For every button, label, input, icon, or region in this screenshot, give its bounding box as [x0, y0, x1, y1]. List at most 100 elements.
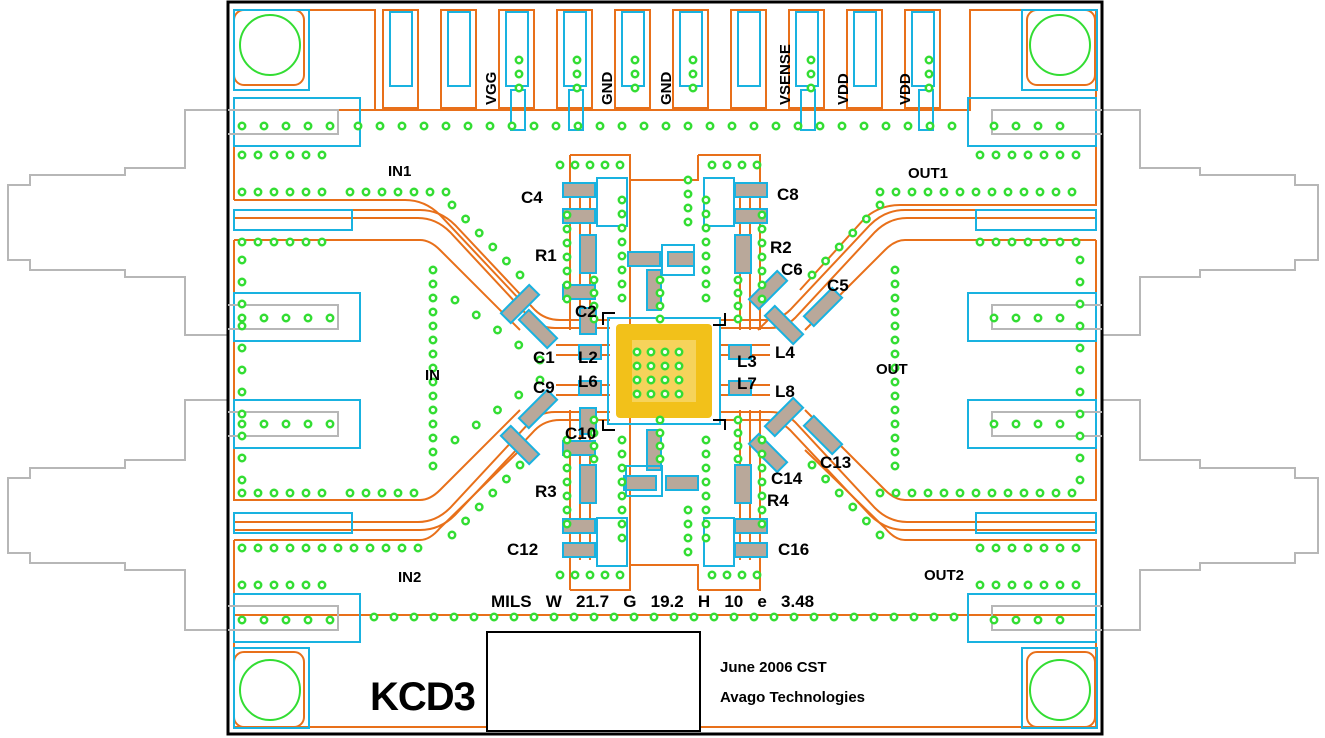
via [1011, 313, 1021, 323]
via [237, 488, 247, 498]
via [661, 121, 671, 131]
via [377, 187, 387, 197]
via [1055, 150, 1065, 160]
via [947, 121, 957, 131]
via [589, 314, 599, 324]
via [325, 419, 335, 429]
via [303, 121, 313, 131]
via [733, 454, 743, 464]
via [1007, 543, 1017, 553]
via [683, 533, 693, 543]
via [397, 543, 407, 553]
via [393, 488, 403, 498]
via [655, 454, 665, 464]
via [600, 570, 610, 580]
via [1055, 615, 1065, 625]
via [660, 389, 670, 399]
via [259, 615, 269, 625]
via [589, 454, 599, 464]
via [615, 570, 625, 580]
via [488, 242, 498, 252]
via [701, 265, 711, 275]
via [617, 237, 627, 247]
via [909, 612, 919, 622]
via [1035, 488, 1045, 498]
via [701, 505, 711, 515]
via [701, 279, 711, 289]
via [617, 209, 627, 219]
via [617, 435, 627, 445]
via [890, 461, 900, 471]
via [890, 433, 900, 443]
via [688, 55, 698, 65]
via [253, 187, 263, 197]
via [907, 488, 917, 498]
via [585, 160, 595, 170]
via [237, 615, 247, 625]
via [377, 488, 387, 498]
via [1011, 615, 1021, 625]
via [890, 335, 900, 345]
via [683, 519, 693, 529]
via [259, 313, 269, 323]
via [551, 121, 561, 131]
vias [237, 55, 1085, 625]
via [646, 389, 656, 399]
via [413, 543, 423, 553]
via [975, 237, 985, 247]
via [450, 435, 460, 445]
via [701, 491, 711, 501]
via [269, 580, 279, 590]
via [617, 293, 627, 303]
via [891, 488, 901, 498]
via [281, 121, 291, 131]
via [752, 160, 762, 170]
via [325, 313, 335, 323]
via [269, 488, 279, 498]
via [683, 505, 693, 515]
via [1075, 387, 1085, 397]
via [428, 293, 438, 303]
via [562, 266, 572, 276]
via [683, 217, 693, 227]
via [683, 189, 693, 199]
via [722, 570, 732, 580]
via [1007, 580, 1017, 590]
via [471, 420, 481, 430]
via [875, 530, 885, 540]
via [589, 301, 599, 311]
c16-label: C16 [778, 540, 809, 559]
via [253, 488, 263, 498]
via [701, 435, 711, 445]
via [733, 428, 743, 438]
via [463, 121, 473, 131]
via [285, 488, 295, 498]
via [660, 347, 670, 357]
via [737, 570, 747, 580]
via [1055, 580, 1065, 590]
via [655, 275, 665, 285]
via [317, 543, 327, 553]
via [890, 447, 900, 457]
via [514, 340, 524, 350]
pin-vdd1-label: VDD [835, 73, 852, 105]
via [617, 223, 627, 233]
pin-vgg-label: VGG [483, 72, 500, 105]
via [237, 409, 247, 419]
r3-label: R3 [535, 482, 557, 501]
via [237, 431, 247, 441]
via [237, 321, 247, 331]
port-in1-label: IN1 [388, 163, 411, 180]
via [669, 612, 679, 622]
via [889, 612, 899, 622]
via [1039, 580, 1049, 590]
pin-gnd1-label: GND [599, 72, 616, 106]
via [701, 195, 711, 205]
via [507, 121, 517, 131]
via [925, 121, 935, 131]
via [632, 361, 642, 371]
via [281, 313, 291, 323]
via [1075, 277, 1085, 287]
via [345, 488, 355, 498]
via [1075, 365, 1085, 375]
